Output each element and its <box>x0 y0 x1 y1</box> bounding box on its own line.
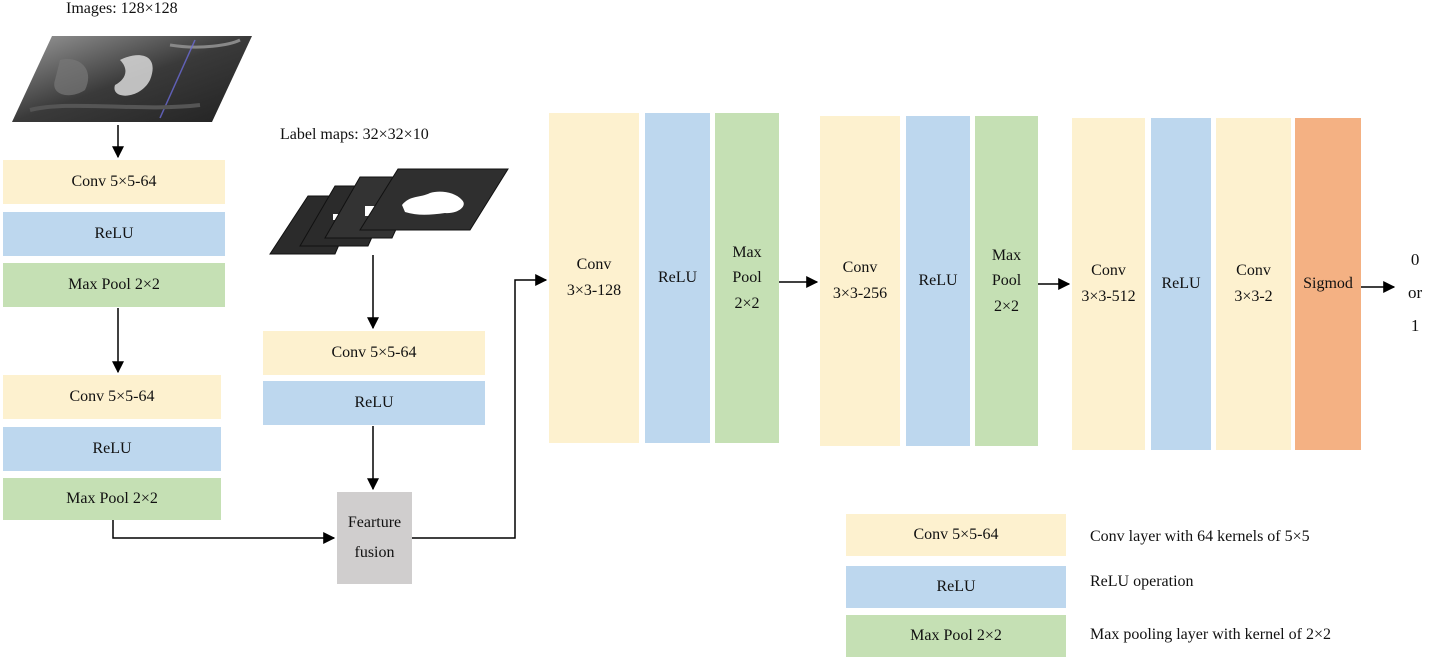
legend-pool-box: Max Pool 2×2 <box>846 615 1066 657</box>
legend-relu-box: ReLU <box>846 566 1066 608</box>
legend-conv-desc: Conv layer with 64 kernels of 5×5 <box>1090 528 1310 545</box>
conv-3x3-2-block: Conv 3×3-2 <box>1216 118 1291 450</box>
left-pool1-block: Max Pool 2×2 <box>3 263 225 307</box>
output-label: 0 or 1 <box>1408 250 1423 336</box>
max-pool-block-b: Max Pool 2×2 <box>975 116 1038 446</box>
left-conv1-block: Conv 5×5-64 <box>3 160 225 204</box>
legend-relu-desc: ReLU operation <box>1090 573 1194 590</box>
left-relu2-block: ReLU <box>3 427 221 471</box>
conv-3x3-128-block: Conv 3×3-128 <box>549 113 639 443</box>
conv-3x3-256-block: Conv 3×3-256 <box>820 116 900 446</box>
images-input-label: Images: 128×128 <box>66 0 178 17</box>
left-pool2-block: Max Pool 2×2 <box>3 478 221 520</box>
relu-block-a: ReLU <box>645 113 710 443</box>
mid-relu-block: ReLU <box>263 381 485 425</box>
sigmoid-block: Sigmod <box>1295 118 1361 450</box>
relu-block-b: ReLU <box>906 116 970 446</box>
mid-conv-block: Conv 5×5-64 <box>263 331 485 375</box>
legend-conv-box: Conv 5×5-64 <box>846 514 1066 556</box>
feature-fusion-block: Fearture fusion <box>337 492 412 584</box>
relu-block-c: ReLU <box>1151 118 1211 450</box>
legend-pool-desc: Max pooling layer with kernel of 2×2 <box>1090 626 1331 643</box>
left-relu1-block: ReLU <box>3 212 225 256</box>
max-pool-block-a: Max Pool 2×2 <box>715 113 779 443</box>
conv-3x3-512-block: Conv 3×3-512 <box>1072 118 1145 450</box>
label-maps-input-label: Label maps: 32×32×10 <box>280 126 429 143</box>
left-conv2-block: Conv 5×5-64 <box>3 375 221 419</box>
